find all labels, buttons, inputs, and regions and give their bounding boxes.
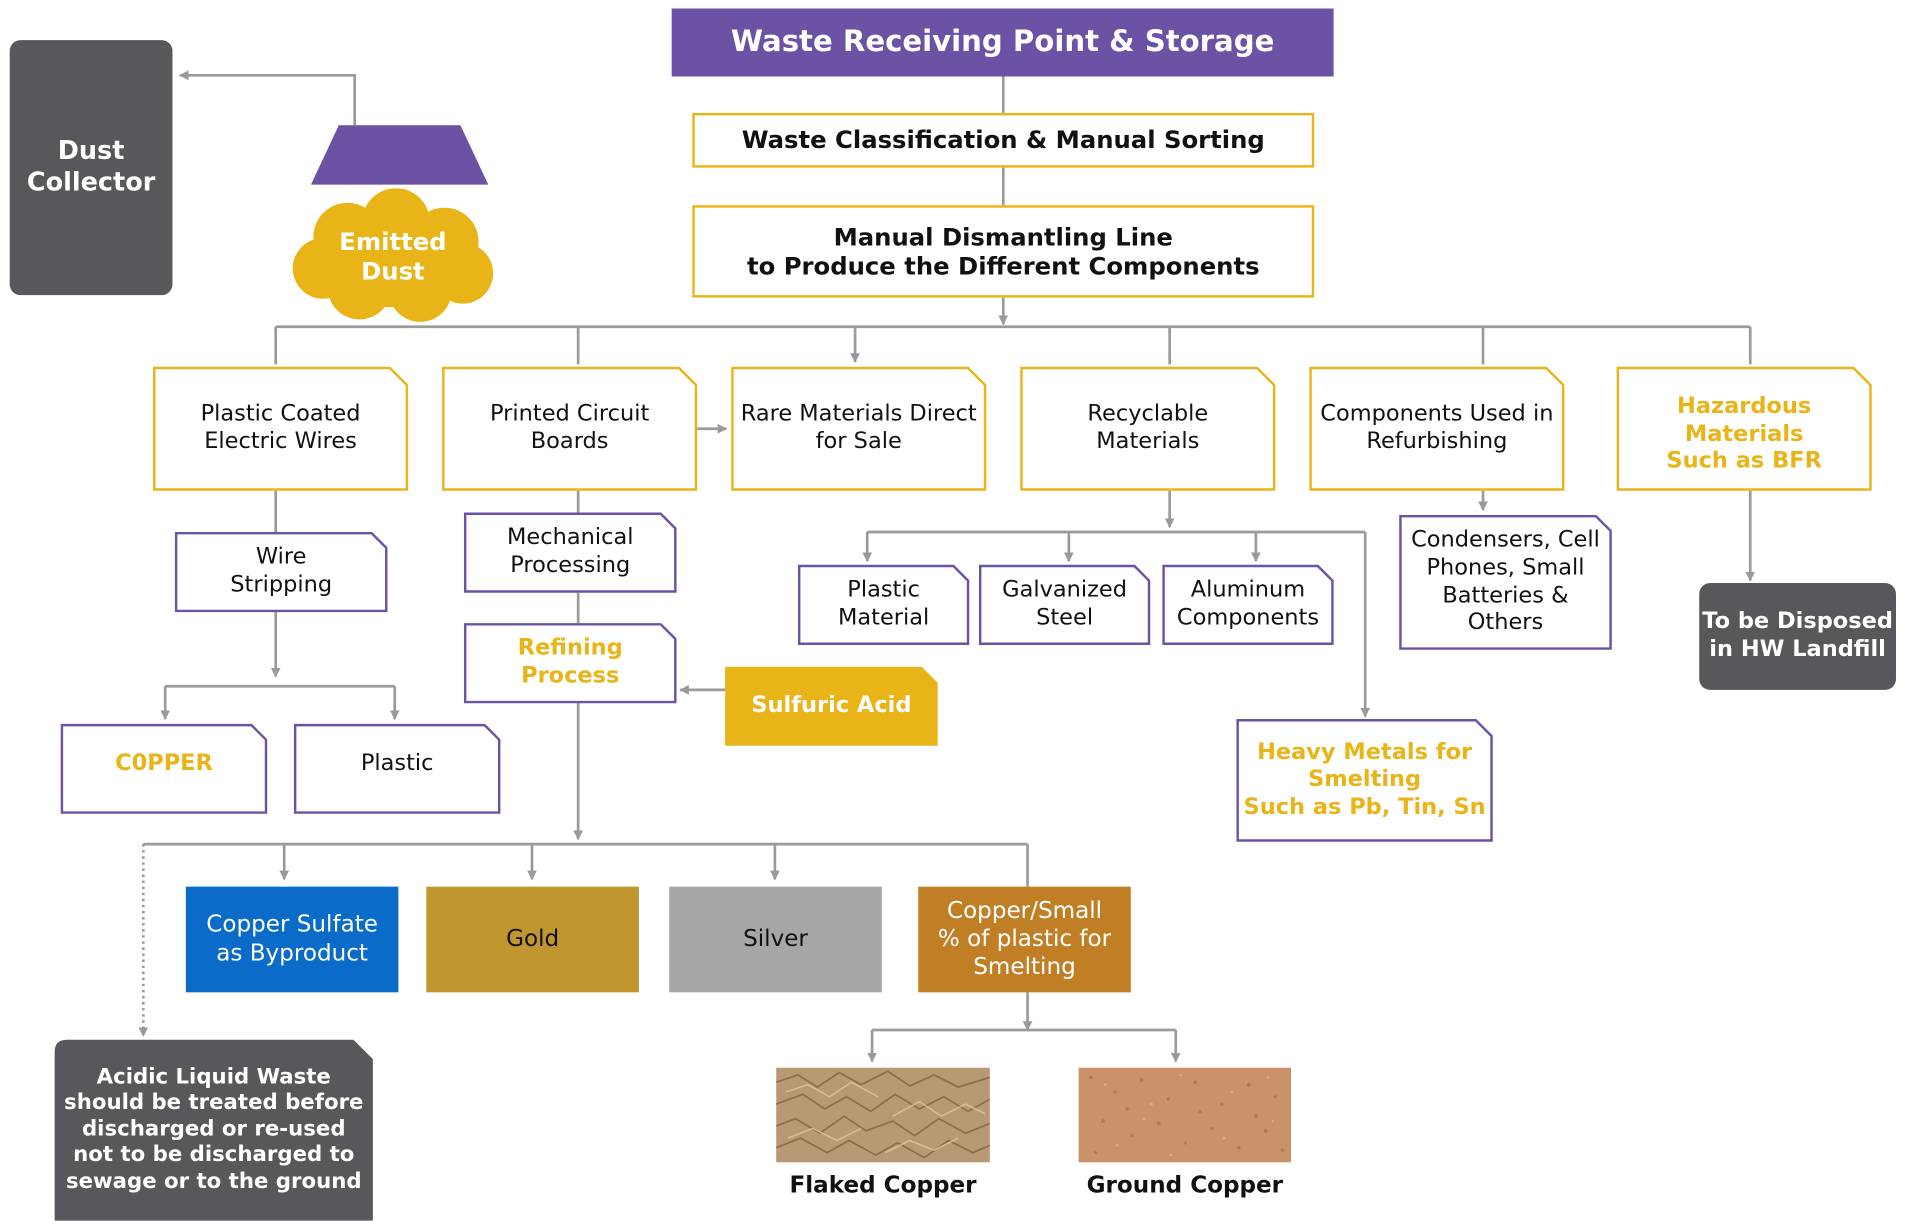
heavy-metals-label: Heavy Metals for Smelting Such as Pb, Ti…	[1243, 739, 1486, 820]
emitted-dust-cloud: Emitted Dust	[287, 188, 500, 324]
wire-plastic-box: Plastic	[293, 723, 501, 814]
box-outline	[1309, 366, 1565, 491]
gold-box: Gold	[426, 886, 639, 993]
sulfuric-acid-label: Sulfuric Acid	[751, 692, 912, 719]
mechanical-processing-box: Mechanical Processing	[463, 512, 677, 593]
waste-classification-label: Waste Classification & Manual Sorting	[741, 125, 1265, 155]
manual-dismantling-label: Manual Dismantling Line to Produce the D…	[746, 221, 1260, 281]
box-shape	[725, 666, 938, 746]
ground-copper-label: Ground Copper	[1086, 1172, 1284, 1199]
copper-small-plastic-box: Copper/Small % of plastic for Smelting	[918, 886, 1131, 993]
refurbishing-box: Components Used in Refurbishing	[1309, 366, 1565, 491]
silver-label: Silver	[743, 925, 808, 953]
waste-receiving-label: Waste Receiving Point & Storage	[730, 24, 1275, 59]
dust-hood-icon	[310, 125, 489, 185]
box-shape	[54, 1039, 373, 1221]
galvanized-steel-box: Galvanized Steel	[978, 564, 1151, 645]
condensers-box: Condensers, Cell Phones, Small Batteries…	[1399, 514, 1612, 650]
hw-landfill-box: To be Disposed in HW Landfill	[1699, 583, 1896, 690]
box-outline	[1162, 564, 1334, 645]
box-outline	[1399, 514, 1612, 650]
waste-receiving-box: Waste Receiving Point & Storage	[671, 8, 1334, 77]
box-outline	[463, 512, 677, 593]
aluminum-components-box: Aluminum Components	[1162, 564, 1334, 645]
copper-small-plastic-label: Copper/Small % of plastic for Smelting	[937, 897, 1112, 981]
gold-label: Gold	[506, 925, 560, 953]
heavy-metals-box: Heavy Metals for Smelting Such as Pb, Ti…	[1236, 719, 1493, 842]
box-outline	[153, 366, 409, 491]
box-outline	[1616, 366, 1872, 491]
box-outline	[1236, 719, 1493, 842]
manual-dismantling-box: Manual Dismantling Line to Produce the D…	[692, 205, 1315, 298]
plastic-material-box: Plastic Material	[797, 564, 970, 645]
wire-stripping-box: Wire Stripping	[174, 531, 388, 613]
dust-collector-box: Dust Collector	[9, 40, 173, 296]
silver-box: Silver	[669, 886, 882, 993]
rare-materials-box: Rare Materials Direct for Sale	[731, 366, 987, 491]
box-outline	[463, 623, 677, 704]
copper-sulfate-label: Copper Sulfate as Byproduct	[206, 911, 378, 967]
box-outline	[797, 564, 970, 645]
box-outline	[293, 723, 501, 814]
sulfuric-acid-box: Sulfuric Acid	[725, 666, 938, 746]
copper-label: C0PPER	[115, 750, 213, 777]
aluminum-components-label: Aluminum Components	[1176, 577, 1320, 631]
box-outline	[442, 366, 698, 491]
hw-landfill-label: To be Disposed in HW Landfill	[1702, 609, 1893, 662]
cloud-icon	[292, 188, 494, 322]
refining-process-box: Refining Process	[463, 623, 677, 704]
flaked-copper-image	[776, 1067, 990, 1163]
box-outline	[731, 366, 987, 491]
pcb-box: Printed Circuit Boards	[442, 366, 698, 491]
plastic-material-label: Plastic Material	[837, 577, 930, 631]
refurbishing-label: Components Used in Refurbishing	[1320, 401, 1554, 455]
copper-box: C0PPER	[60, 723, 268, 814]
acidic-liquid-waste-box: Acidic Liquid Waste should be treated be…	[54, 1039, 373, 1221]
wire-stripping-label: Wire Stripping	[230, 544, 333, 598]
recyclable-materials-box: Recyclable Materials	[1020, 366, 1276, 491]
acidic-liquid-waste-label: Acidic Liquid Waste should be treated be…	[64, 1065, 364, 1194]
box-outline	[978, 564, 1151, 645]
box-outline	[174, 531, 388, 613]
hazardous-materials-label: Hazardous Materials Such as BFR	[1666, 393, 1822, 474]
box-outline	[1020, 366, 1276, 491]
box-outline	[60, 723, 268, 814]
rare-materials-label: Rare Materials Direct for Sale	[740, 401, 977, 455]
recyclable-materials-label: Recyclable Materials	[1087, 401, 1209, 455]
ground-copper-image	[1078, 1067, 1292, 1163]
wire-plastic-label: Plastic	[360, 750, 434, 777]
plastic-wires-box: Plastic Coated Electric Wires	[153, 366, 409, 491]
hazardous-materials-box: Hazardous Materials Such as BFR	[1616, 366, 1872, 491]
mechanical-processing-label: Mechanical Processing	[507, 525, 634, 579]
plastic-wires-label: Plastic Coated Electric Wires	[200, 401, 361, 455]
refining-process-label: Refining Process	[517, 635, 623, 689]
emitted-dust-label: Emitted Dust	[339, 226, 447, 286]
condensers-label: Condensers, Cell Phones, Small Batteries…	[1411, 527, 1600, 636]
dust-collector-label: Dust Collector	[26, 136, 156, 197]
waste-classification-box: Waste Classification & Manual Sorting	[692, 112, 1315, 168]
galvanized-steel-label: Galvanized Steel	[1002, 577, 1128, 631]
pcb-label: Printed Circuit Boards	[490, 401, 650, 455]
copper-sulfate-box: Copper Sulfate as Byproduct	[185, 886, 399, 993]
flaked-copper-label: Flaked Copper	[789, 1172, 977, 1199]
